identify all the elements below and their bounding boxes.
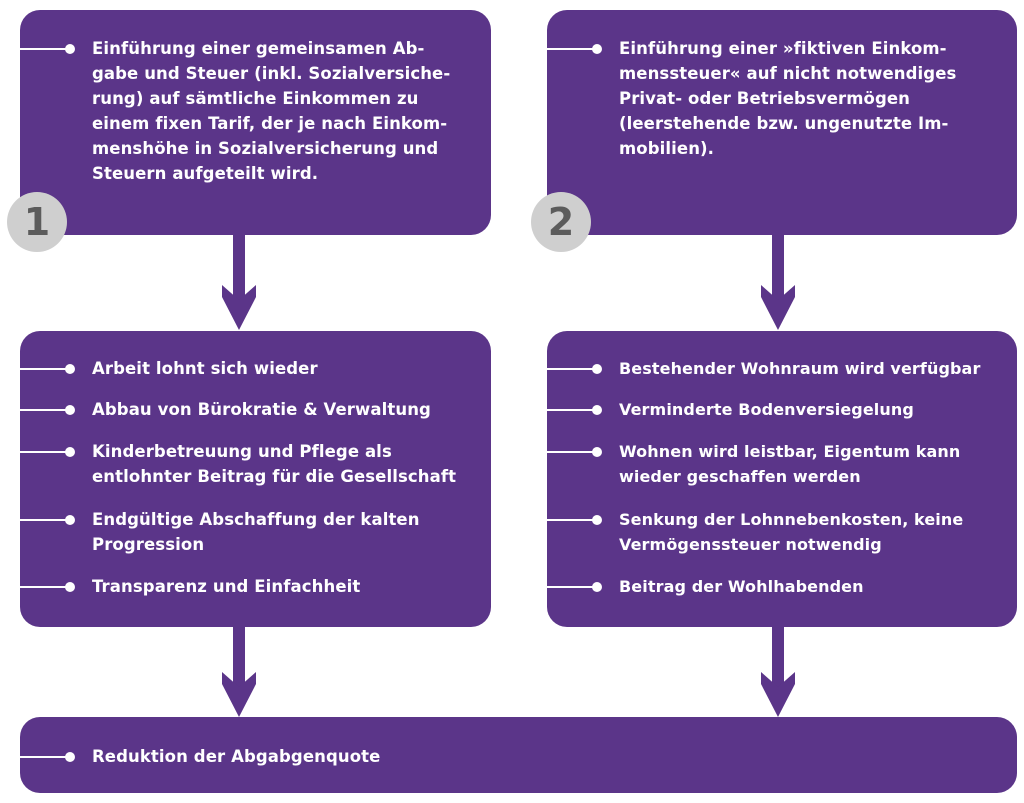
bullet-line: [547, 368, 599, 370]
number-badge-2: 2: [531, 192, 591, 252]
bullet-line: [20, 409, 72, 411]
effect-text: Beitrag der Wohlhabenden: [619, 577, 864, 596]
number-badge-1: 1: [7, 192, 67, 252]
bullet-dot-icon: [592, 405, 602, 415]
bullet-line: [20, 756, 72, 758]
bullet-line: [20, 48, 72, 50]
arrow-left-2: [222, 627, 256, 717]
bullet-line: [20, 451, 72, 453]
bullet-dot-icon: [65, 515, 75, 525]
bullet-line: [20, 519, 72, 521]
effect-text: Kinderbetreuung und Pflege als entlohnte…: [92, 442, 457, 486]
bullet-dot-icon: [65, 44, 75, 54]
bullet-dot-icon: [592, 44, 602, 54]
bullet-dot-icon: [592, 447, 602, 457]
bullet-line: [547, 451, 599, 453]
measure-2-text: Einführung einer »fiktiven Einkom- menss…: [619, 39, 957, 158]
bullet-line: [20, 586, 72, 588]
effects-box-1: Arbeit lohnt sich wieder Abbau von Bürok…: [20, 331, 491, 627]
bullet-line: [547, 519, 599, 521]
result-box: Reduktion der Abgabgenquote: [20, 717, 1017, 793]
arrow-right-1: [761, 235, 795, 330]
effect-text: Bestehender Wohnraum wird verfügbar: [619, 359, 981, 378]
measure-box-1: Einführung einer gemeinsamen Ab- gabe un…: [20, 10, 491, 235]
effect-text: Abbau von Bürokratie & Verwaltung: [92, 400, 431, 419]
effects-box-2: Bestehender Wohnraum wird verfügbar Verm…: [547, 331, 1017, 627]
bullet-line: [547, 48, 599, 50]
bullet-line: [20, 368, 72, 370]
bullet-line: [547, 409, 599, 411]
bullet-line: [547, 586, 599, 588]
bullet-dot-icon: [65, 447, 75, 457]
bullet-dot-icon: [65, 582, 75, 592]
bullet-dot-icon: [592, 582, 602, 592]
bullet-dot-icon: [65, 752, 75, 762]
bullet-dot-icon: [65, 364, 75, 374]
measure-1-text: Einführung einer gemeinsamen Ab- gabe un…: [92, 39, 451, 183]
effect-text: Endgültige Abschaffung der kalten Progre…: [92, 510, 420, 554]
effect-text: Wohnen wird leistbar, Eigentum kann wied…: [619, 442, 961, 486]
bullet-dot-icon: [592, 364, 602, 374]
measure-box-2: Einführung einer »fiktiven Einkom- menss…: [547, 10, 1017, 235]
effect-text: Senkung der Lohnnebenkosten, keine Vermö…: [619, 510, 964, 554]
effect-text: Arbeit lohnt sich wieder: [92, 359, 318, 378]
arrow-left-1: [222, 235, 256, 330]
arrow-right-2: [761, 627, 795, 717]
bullet-dot-icon: [65, 405, 75, 415]
result-text: Reduktion der Abgabgenquote: [92, 747, 381, 766]
effect-text: Verminderte Bodenversiegelung: [619, 400, 914, 419]
bullet-dot-icon: [592, 515, 602, 525]
effect-text: Transparenz und Einfachheit: [92, 577, 361, 596]
